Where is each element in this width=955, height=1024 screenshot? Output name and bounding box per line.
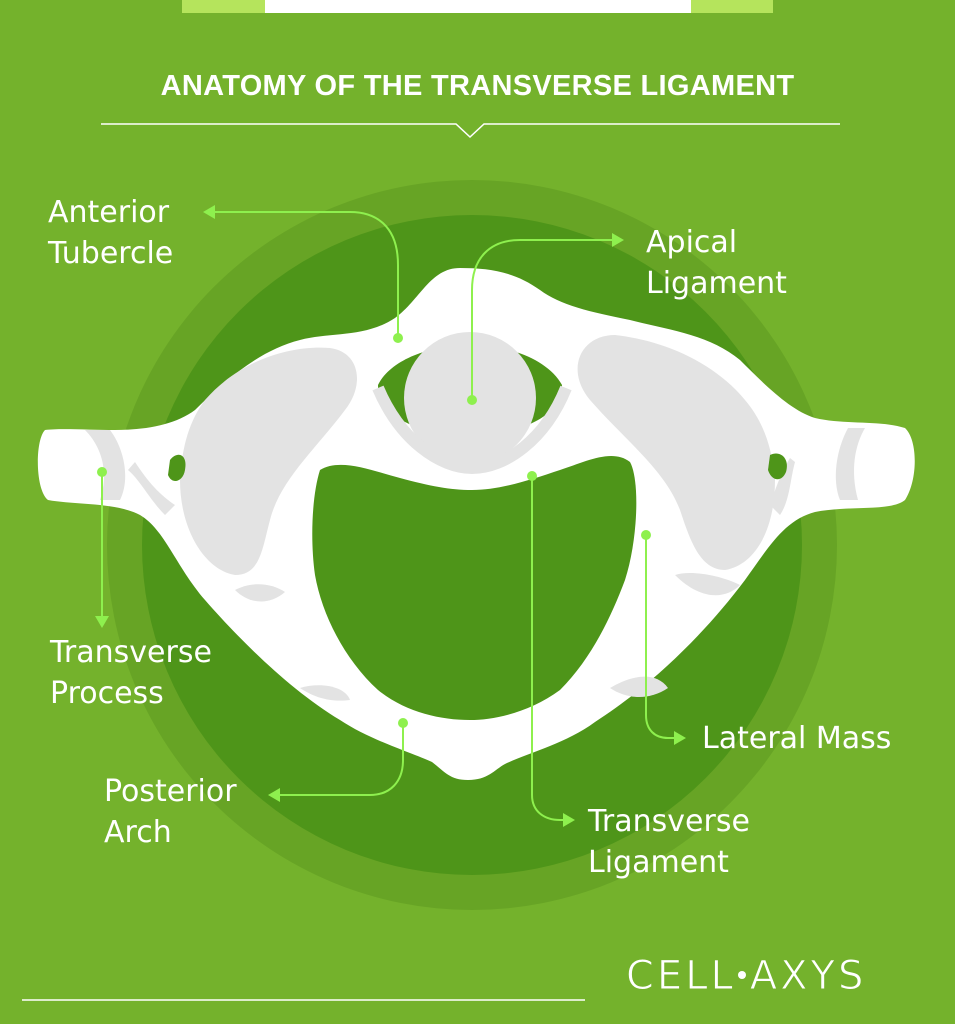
brand-logo-dot bbox=[737, 971, 746, 979]
arrow-posterior-arch bbox=[268, 788, 280, 802]
top-accent-bar bbox=[182, 0, 773, 13]
label-apical-ligament-line2: Ligament bbox=[646, 266, 787, 301]
pointer-anterior-tubercle bbox=[210, 211, 399, 338]
dot-posterior-arch bbox=[398, 718, 408, 728]
dot-lateral-mass bbox=[641, 530, 651, 540]
label-transverse-process-line1: Transverse bbox=[50, 635, 212, 670]
dot-transverse-process bbox=[97, 467, 107, 477]
arrow-anterior-tubercle bbox=[203, 205, 215, 219]
arrow-transverse-process bbox=[95, 616, 109, 628]
pointers bbox=[101, 211, 678, 821]
label-anterior-tubercle: Anterior Tubercle bbox=[48, 192, 173, 274]
transverse-ligament-band bbox=[372, 385, 572, 475]
title-divider bbox=[101, 123, 840, 139]
foramen-right bbox=[768, 453, 787, 480]
brand-logo: CELL AXYS bbox=[626, 950, 926, 1002]
transverse-process-left-detail bbox=[85, 430, 126, 500]
label-transverse-ligament: Transverse Ligament bbox=[588, 801, 750, 883]
label-transverse-process-line2: Process bbox=[50, 676, 164, 711]
transverse-process-right-detail-2 bbox=[770, 458, 795, 515]
transverse-process-right-detail bbox=[835, 428, 865, 500]
pointer-posterior-arch bbox=[275, 723, 404, 796]
arrow-apical-ligament bbox=[612, 233, 624, 247]
label-apical-ligament-line1: Apical bbox=[646, 225, 738, 260]
brand-logo-left: CELL bbox=[626, 953, 736, 1000]
lateral-mass-lower-left bbox=[235, 584, 285, 602]
posterior-arch-detail-right bbox=[610, 676, 668, 697]
arrow-lateral-mass bbox=[674, 731, 686, 745]
pointer-lateral-mass bbox=[645, 535, 678, 739]
label-anterior-tubercle-line2: Tubercle bbox=[48, 236, 174, 271]
label-posterior-arch-line1: Posterior bbox=[104, 774, 237, 809]
pointer-apical-ligament bbox=[471, 239, 615, 400]
dot-apical-ligament bbox=[467, 395, 477, 405]
dot-transverse-ligament bbox=[527, 471, 537, 481]
transverse-process-left-detail-2 bbox=[128, 462, 175, 515]
page-title: ANATOMY OF THE TRANSVERSE LIGAMENT bbox=[160, 70, 795, 102]
label-posterior-arch: Posterior Arch bbox=[104, 771, 237, 853]
label-lateral-mass: Lateral Mass bbox=[702, 718, 891, 759]
label-transverse-process: Transverse Process bbox=[50, 632, 212, 714]
lateral-mass-left bbox=[180, 347, 357, 575]
posterior-arch-detail-left bbox=[300, 685, 350, 701]
arrow-transverse-ligament bbox=[563, 813, 575, 827]
vertebral-canal bbox=[312, 456, 637, 720]
pointer-arrowheads bbox=[95, 205, 686, 827]
label-anterior-tubercle-line1: Anterior bbox=[48, 195, 170, 230]
label-posterior-arch-line2: Arch bbox=[104, 815, 172, 850]
foramen-left bbox=[168, 454, 186, 482]
label-transverse-ligament-line1: Transverse bbox=[588, 804, 750, 839]
dot-anterior-tubercle bbox=[393, 333, 403, 343]
lateral-mass-lower-right bbox=[675, 573, 740, 596]
label-apical-ligament: Apical Ligament bbox=[646, 222, 787, 304]
lateral-mass-right bbox=[577, 335, 775, 570]
label-transverse-ligament-line2: Ligament bbox=[588, 845, 729, 880]
label-lateral-mass-line1: Lateral Mass bbox=[702, 721, 892, 756]
top-accent-bar-center bbox=[265, 0, 691, 13]
pointer-transverse-ligament bbox=[531, 476, 567, 821]
pointer-dots bbox=[97, 333, 651, 728]
brand-logo-right: AXYS bbox=[749, 953, 867, 1000]
